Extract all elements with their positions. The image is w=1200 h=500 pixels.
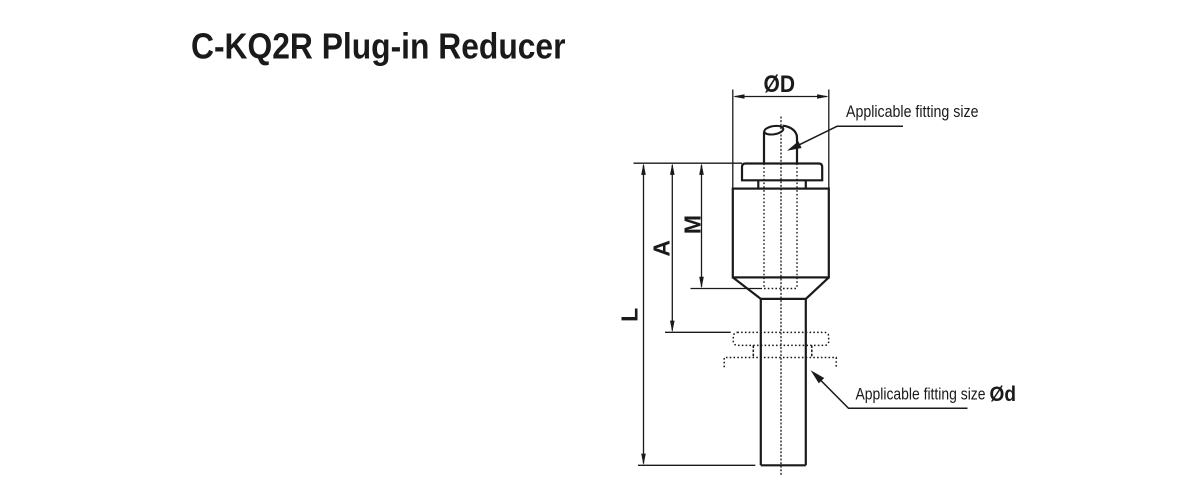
svg-text:Ød: Ød [990, 382, 1017, 406]
svg-text:Applicable fitting size: Applicable fitting size [856, 384, 986, 403]
svg-text:L: L [617, 308, 643, 322]
svg-text:A: A [649, 240, 675, 257]
svg-text:Applicable fitting size: Applicable fitting size [846, 102, 979, 121]
svg-text:M: M [680, 215, 706, 234]
svg-text:ØD: ØD [764, 71, 796, 98]
svg-text:C-KQ2R Plug-in Reducer: C-KQ2R Plug-in Reducer [191, 26, 566, 67]
